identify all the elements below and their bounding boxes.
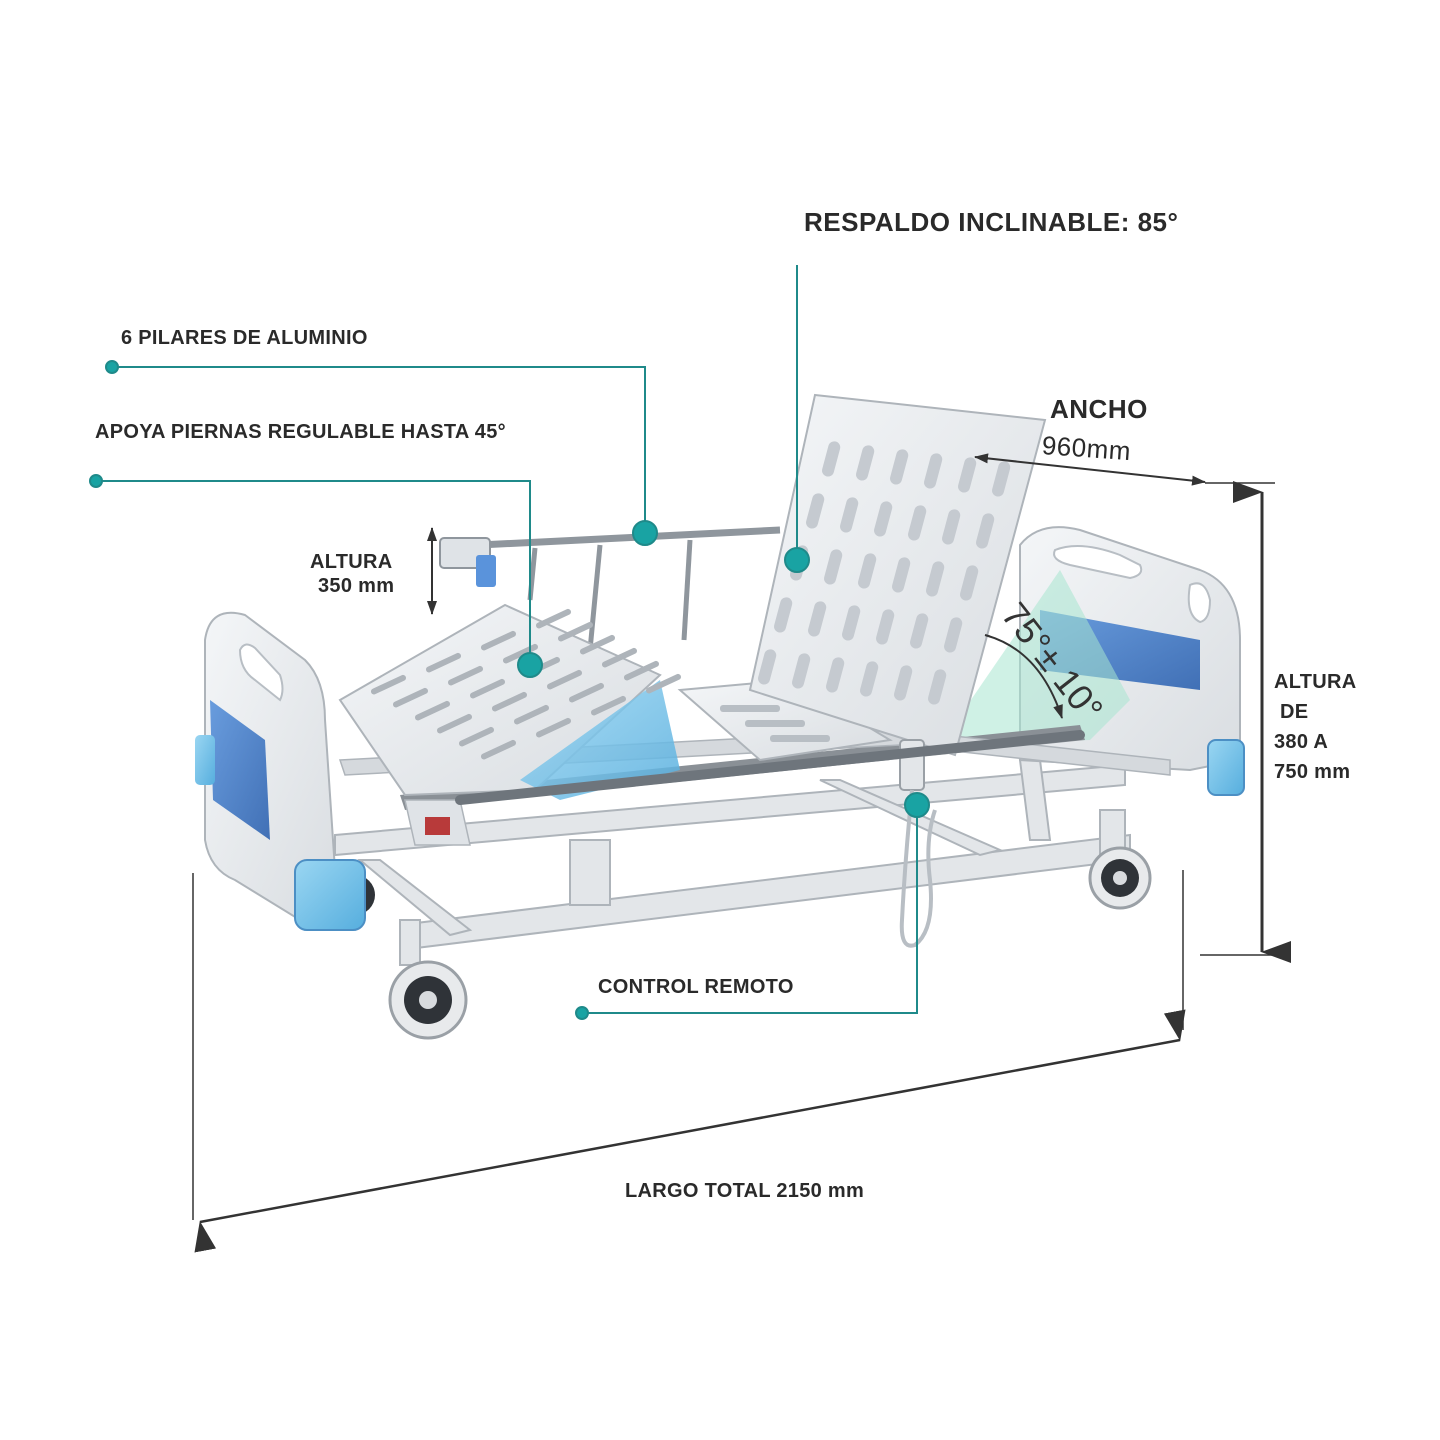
- leg-rest-slot: [623, 660, 659, 681]
- back-rest-slot: [858, 553, 877, 589]
- leg-rest-slot: [535, 608, 571, 629]
- seat-panel: [677, 678, 893, 762]
- leg-rest-slot: [447, 665, 483, 686]
- back-rest-slot: [856, 445, 875, 481]
- bed-height-line2: DE: [1280, 701, 1309, 723]
- back-rest-slot: [876, 609, 895, 645]
- bed-height-line3: 380 A: [1274, 731, 1329, 753]
- width-value: 960mm: [1040, 430, 1132, 467]
- length-label: LARGO TOTAL 2150 mm: [625, 1180, 865, 1202]
- leg-rest-label: APOYA PIERNAS REGULABLE HASTA 45°: [95, 421, 506, 443]
- callout-dot-icon: [904, 792, 930, 818]
- pillars-label: 6 PILARES DE ALUMINIO: [121, 327, 368, 349]
- back-rest-slot: [910, 613, 929, 649]
- leg-rest-slot: [414, 700, 450, 721]
- leg-rest-slot: [535, 717, 571, 738]
- leg-rest-slot: [480, 739, 516, 760]
- back-rest-slot: [892, 557, 911, 593]
- back-rest-slot: [860, 661, 879, 697]
- callout-dot-icon: [89, 474, 103, 488]
- back-rest-slot: [874, 501, 893, 537]
- callout-dot-icon: [575, 1006, 589, 1020]
- leg-rest-slot: [458, 726, 494, 747]
- back-rest-slot: [944, 617, 963, 653]
- leg-rest-slot: [480, 630, 516, 651]
- back-rest-slot: [924, 453, 943, 489]
- back-rest-slot: [808, 601, 827, 637]
- leg-rest-slot: [579, 634, 615, 655]
- back-rest-slot: [806, 493, 825, 529]
- pillars-callout-line: [112, 366, 646, 533]
- base-frame: [334, 759, 1131, 966]
- rail-height-title: ALTURA: [310, 551, 393, 573]
- length-arrow: [194, 1009, 1186, 1253]
- back-rest-slot: [958, 457, 977, 493]
- callout-dot-icon: [632, 520, 658, 546]
- back-rest-slot: [908, 505, 927, 541]
- angle-wedge: [940, 570, 1130, 745]
- side-rail: [439, 526, 781, 651]
- backrest-label: RESPALDO INCLINABLE: 85°: [804, 207, 1179, 237]
- bed-height-line1: ALTURA: [1274, 671, 1357, 693]
- bed-height-line4: 750 mm: [1274, 761, 1351, 783]
- leg-rest-slot: [645, 673, 681, 694]
- leg-rest-callout-line: [96, 480, 531, 665]
- leg-rest-slot: [491, 691, 527, 712]
- leg-rest-slot: [436, 713, 472, 734]
- leg-rest-slot: [601, 647, 637, 668]
- back-rest-slot: [774, 597, 793, 633]
- width-arrow: [974, 453, 1206, 486]
- rail-height-value: 350 mm: [318, 575, 395, 597]
- leg-rest-slot: [425, 652, 461, 673]
- leg-rest-slot: [557, 621, 593, 642]
- leg-rest-slot: [370, 674, 406, 695]
- callout-dot-icon: [517, 652, 543, 678]
- leg-rest-slot: [568, 682, 604, 703]
- back-rest-slot: [926, 561, 945, 597]
- leg-rest-panel: [338, 603, 681, 800]
- back-rest-slot: [890, 449, 909, 485]
- back-rest-slot: [826, 657, 845, 693]
- back-rest-slot: [822, 441, 841, 477]
- leg-rest-slot: [392, 687, 428, 708]
- callout-dot-icon: [105, 360, 119, 374]
- leg-rest-slot: [590, 695, 626, 716]
- leg-rest-slot: [513, 704, 549, 725]
- back-rest-slot: [792, 653, 811, 689]
- back-rest-slot: [824, 549, 843, 585]
- back-rest-slot: [976, 513, 995, 549]
- remote-label: CONTROL REMOTO: [598, 976, 794, 998]
- back-rest-slot: [842, 605, 861, 641]
- back-rest-slot: [960, 565, 979, 601]
- back-rest-slot: [894, 665, 913, 701]
- dimension-lines: [192, 453, 1291, 1253]
- foot-board: [195, 611, 366, 931]
- callout-dot-icon: [784, 547, 810, 573]
- leg-rest-slot: [469, 678, 505, 699]
- back-rest-slot: [758, 649, 777, 685]
- back-rest-slot: [840, 497, 859, 533]
- back-rest-slot: [942, 509, 961, 545]
- width-title: ANCHO: [1050, 394, 1148, 424]
- callout-dots: [89, 360, 930, 1020]
- back-rest-slot: [928, 669, 947, 705]
- angle-arc-arrow: [984, 634, 1063, 719]
- leg-rest-slot: [546, 669, 582, 690]
